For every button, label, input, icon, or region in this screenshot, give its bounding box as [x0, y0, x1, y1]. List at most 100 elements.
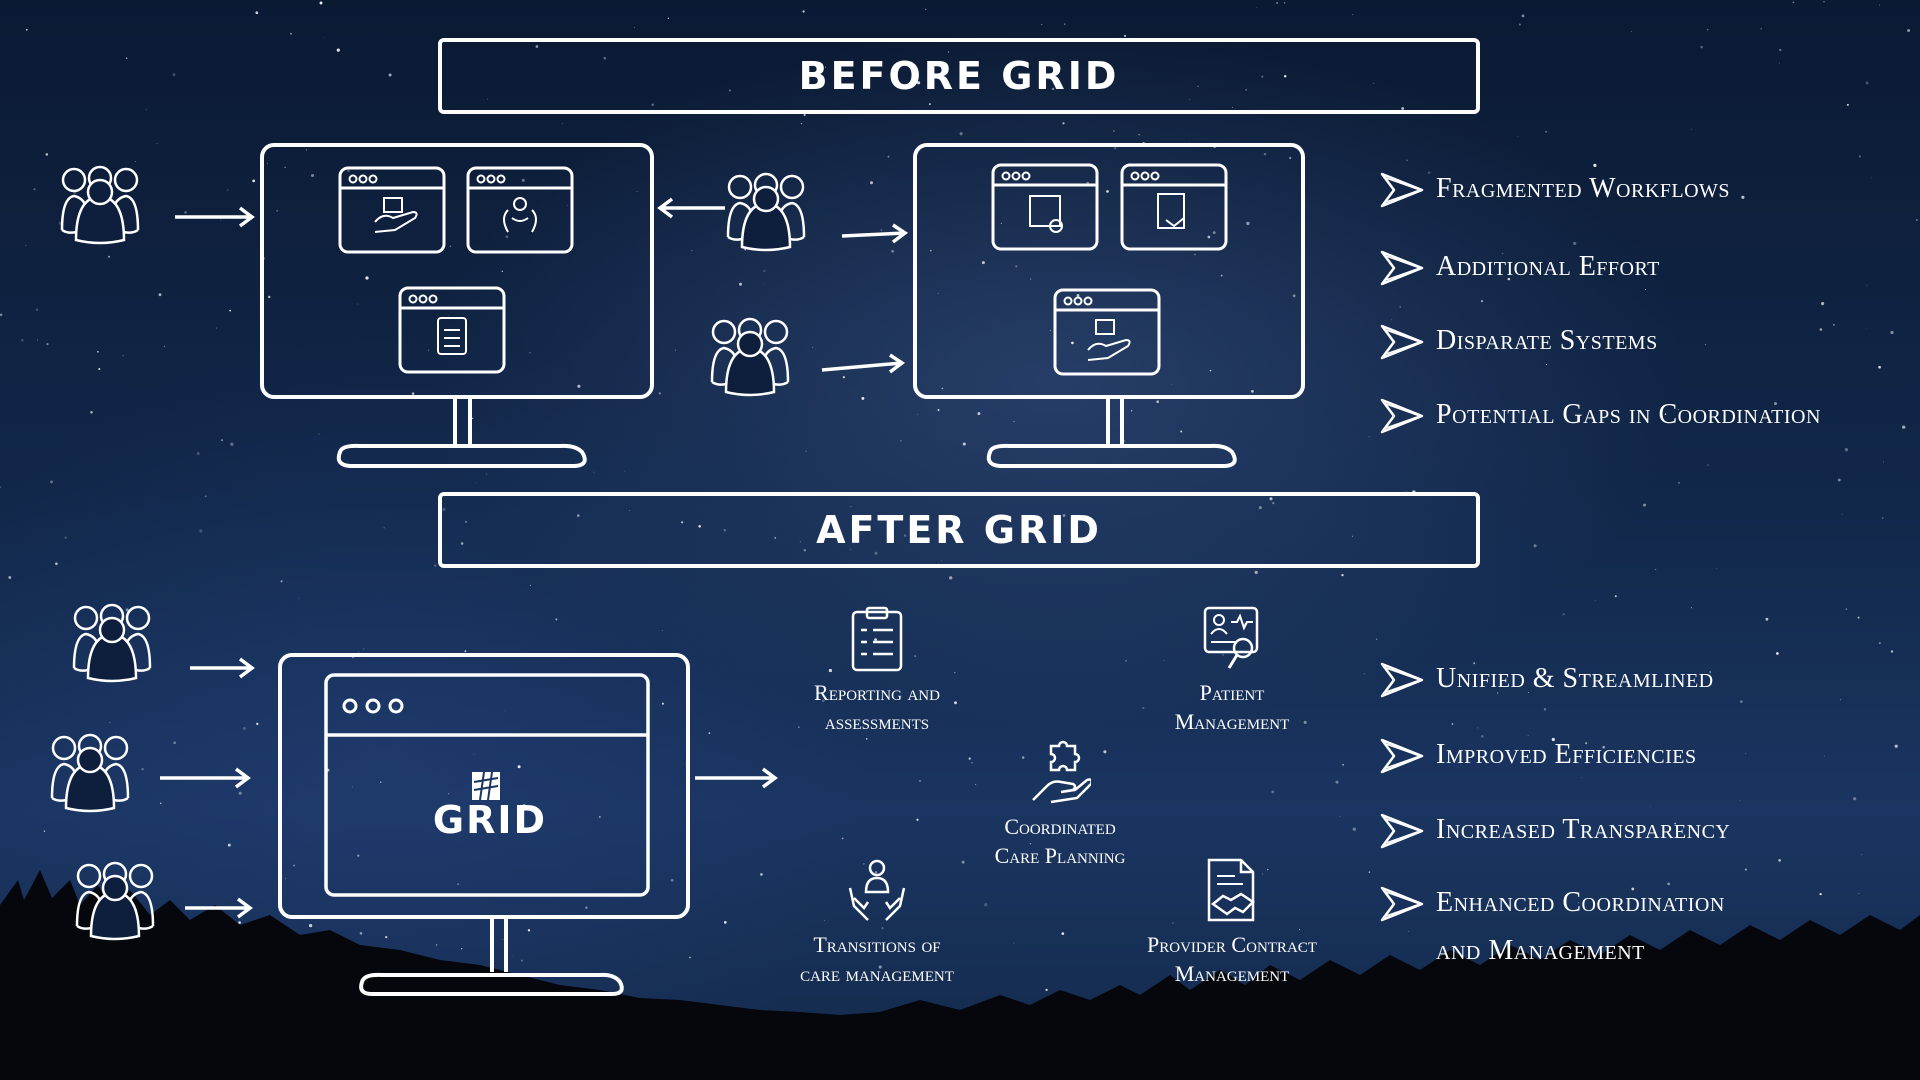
star [805, 450, 808, 453]
star [284, 166, 286, 169]
star [1865, 81, 1869, 85]
star [1654, 568, 1657, 571]
star [691, 249, 693, 252]
star [1234, 938, 1236, 940]
star [825, 66, 826, 68]
star [1585, 742, 1588, 745]
star [634, 27, 636, 28]
star [981, 261, 985, 265]
star [276, 209, 279, 212]
star [1271, 790, 1275, 794]
star [172, 73, 176, 77]
tree-silhouette [0, 870, 1920, 1080]
star [891, 249, 894, 253]
star [1352, 827, 1356, 831]
star [802, 10, 805, 13]
star [25, 244, 27, 246]
star [1840, 699, 1842, 701]
star [1284, 2, 1286, 4]
star [1339, 816, 1341, 818]
star [862, 862, 865, 865]
star [1507, 277, 1511, 281]
star [1664, 413, 1667, 416]
star [1823, 755, 1825, 757]
before-grid-banner: BEFORE GRID [438, 38, 1480, 114]
star [763, 283, 764, 285]
star [977, 412, 981, 416]
star [1063, 23, 1066, 25]
care-hand-puzzle-icon [1032, 740, 1091, 804]
star [912, 724, 914, 726]
star [850, 549, 852, 550]
arrow-right [190, 657, 255, 679]
star [1029, 829, 1033, 833]
star [1916, 219, 1918, 221]
star [1021, 756, 1025, 759]
star [1245, 88, 1248, 91]
monitor-before-right [913, 143, 1305, 468]
star [1741, 195, 1745, 199]
star [1477, 727, 1479, 729]
star [1819, 892, 1822, 896]
star [1427, 171, 1431, 174]
star [1690, 607, 1692, 609]
star [1103, 750, 1107, 754]
after-item-unified-streamlined: Unified & Streamlined [1436, 663, 1714, 694]
star [1776, 652, 1779, 655]
hands-person-icon [848, 859, 906, 921]
star [0, 313, 3, 317]
star [229, 309, 232, 312]
star [915, 977, 920, 981]
star [1518, 23, 1521, 26]
star [1631, 30, 1632, 32]
star [1551, 737, 1555, 742]
star [238, 921, 241, 924]
star [1375, 638, 1378, 640]
star [43, 830, 46, 832]
star [1276, 2, 1279, 4]
star [1861, 854, 1862, 855]
star [336, 48, 340, 52]
star [448, 314, 450, 316]
star [962, 442, 966, 446]
star [1342, 763, 1345, 766]
star [448, 793, 450, 795]
star [929, 249, 932, 252]
star [971, 762, 973, 764]
star [122, 355, 124, 357]
star [1341, 573, 1344, 577]
star [196, 452, 200, 455]
star [828, 668, 833, 673]
star [1739, 700, 1743, 703]
star [636, 190, 638, 192]
star [1451, 723, 1454, 725]
star [1540, 411, 1542, 413]
after-item-enhanced-coordination-cont: and Management [1436, 935, 1645, 966]
star [90, 411, 93, 414]
star [1765, 617, 1769, 621]
star [357, 303, 359, 305]
star [629, 509, 630, 511]
star [1189, 142, 1190, 143]
star [937, 409, 940, 411]
star [352, 656, 354, 659]
star [1138, 134, 1140, 136]
star [365, 276, 369, 280]
star [917, 414, 919, 416]
star [347, 169, 350, 172]
star [1207, 235, 1211, 239]
star [1222, 654, 1224, 656]
star [760, 873, 763, 876]
star [1821, 302, 1825, 306]
star [159, 802, 162, 805]
star [1890, 650, 1894, 653]
star [268, 295, 271, 299]
star [1299, 928, 1301, 930]
grid-app-name: GRID [432, 798, 548, 842]
star [141, 767, 144, 771]
star [1866, 285, 1868, 286]
star [1368, 436, 1370, 438]
patient-record-icon [1203, 606, 1259, 669]
star [1256, 7, 1257, 9]
star [1258, 506, 1262, 510]
